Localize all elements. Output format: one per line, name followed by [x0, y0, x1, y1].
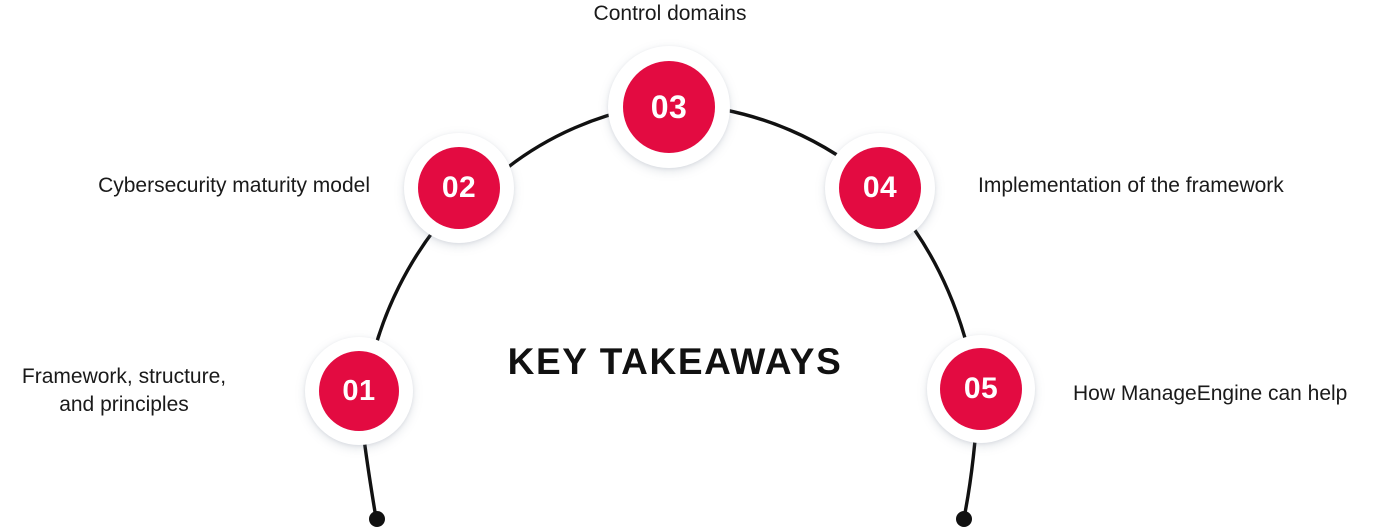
step-disc-02: 02	[418, 147, 500, 229]
step-number-05: 05	[963, 372, 999, 405]
page-title: KEY TAKEAWAYS	[507, 341, 843, 382]
step-label-01: Framework, structure, and principles	[21, 365, 227, 416]
step-node-04[interactable]: 04	[825, 133, 935, 243]
step-node-02[interactable]: 02	[404, 133, 514, 243]
step-number-03: 03	[650, 89, 688, 125]
step-number-02: 02	[441, 171, 477, 204]
step-disc-04: 04	[839, 147, 921, 229]
step-label-03: Control domains	[593, 2, 747, 25]
step-disc-03: 03	[623, 61, 715, 153]
step-number-04: 04	[862, 171, 898, 204]
step-node-01[interactable]: 01	[305, 337, 413, 445]
step-label-02: Cybersecurity maturity model	[98, 174, 370, 197]
step-disc-05: 05	[940, 348, 1022, 430]
arc-terminal-dot-left	[369, 511, 385, 527]
step-label-04: Implementation of the framework	[978, 174, 1284, 197]
step-disc-01: 01	[319, 351, 399, 431]
step-number-01: 01	[342, 374, 376, 407]
arc-terminal-dot-right	[956, 511, 972, 527]
step-label-05: How ManageEngine can help	[1073, 382, 1348, 405]
step-node-03[interactable]: 03	[608, 46, 730, 168]
step-node-05[interactable]: 05	[927, 335, 1035, 443]
